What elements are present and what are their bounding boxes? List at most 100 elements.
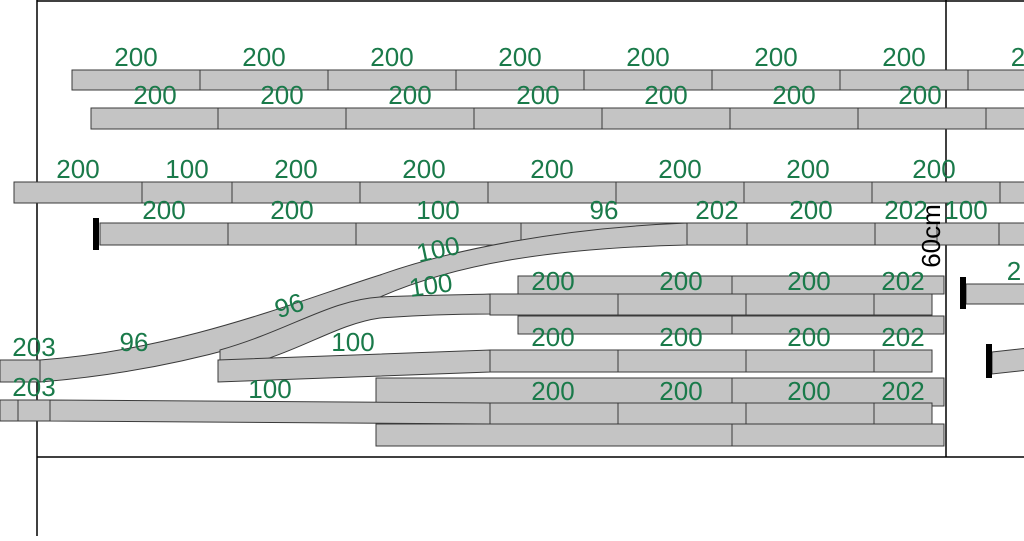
track-piece [617,402,747,425]
track-label: 200 [789,195,832,225]
track-label: 202 [695,195,738,225]
track-piece [686,222,748,246]
track-piece [745,402,875,425]
track-piece [489,349,619,373]
track-piece [345,107,475,130]
track-piece [998,222,1024,246]
track-label: 200 [530,154,573,184]
track-label: 200 [659,376,702,406]
yard-block [731,423,945,447]
track-label: 200 [754,42,797,72]
track-label: 202 [884,195,927,225]
track-label: 200 [787,266,830,296]
track-label: 200 [772,80,815,110]
track-label: 200 [659,322,702,352]
track-label: 100 [407,267,454,303]
track-label: 2 [1011,42,1024,72]
track-piece [985,107,1024,130]
yard-block [731,377,945,407]
dimension-label: 60cm [916,204,946,268]
right-stubs [965,283,1024,375]
track-piece [617,293,747,316]
track-label: 203 [12,332,55,362]
track-label: 100 [331,327,374,357]
track-label: 96 [590,195,619,225]
yard-block [731,315,945,335]
track-label: 200 [882,42,925,72]
labels-middle-row: 200 100 200 200 200 200 200 200 [56,154,955,184]
track-piece [745,349,875,373]
main-line [99,222,1024,246]
track-label: 202 [881,376,924,406]
track-label: 202 [881,266,924,296]
track-label: 100 [248,374,291,404]
track-label: 200 [133,80,176,110]
track-piece [217,107,347,130]
track-label: 200 [531,266,574,296]
track-label: 200 [260,80,303,110]
track-label: 200 [142,195,185,225]
track-row-middle [13,181,1024,204]
track-label: 200 [242,42,285,72]
labels-main-line: 200 200 100 96 202 200 202 100 [142,195,987,225]
track-piece [601,107,731,130]
track-piece [965,283,1024,305]
track-piece [617,349,747,373]
track-label: 200 [270,195,313,225]
track-label: 2 [1007,256,1021,286]
track-label: 200 [626,42,669,72]
track-piece [227,222,357,246]
track-label: 200 [114,42,157,72]
track-piece [90,107,219,130]
track-piece [0,359,41,383]
labels-yard: 200 200 200 202 200 200 200 202 200 200 … [531,266,924,406]
track-piece [13,181,143,204]
track-label: 200 [786,154,829,184]
track-row-top-b [90,107,1024,130]
track-label: 200 [912,154,955,184]
track-label: 200 [659,266,702,296]
yard-block [375,423,733,447]
track-label: 96 [120,327,149,357]
track-label: 200 [516,80,559,110]
buffer-stop-icon [93,218,99,250]
track-piece [746,222,876,246]
track-piece [489,402,619,425]
track-label: 200 [498,42,541,72]
track-label: 100 [165,154,208,184]
track-piece [99,222,229,246]
buffer-stop-icon [986,344,992,378]
track-label: 200 [274,154,317,184]
track-piece [873,293,933,316]
track-label: 200 [370,42,413,72]
track-label: 200 [531,376,574,406]
track-label: 200 [644,80,687,110]
labels-top-row-b: 200 200 200 200 200 200 200 [133,80,941,110]
track-piece [17,399,51,422]
track-label: 200 [388,80,431,110]
track-label: 200 [787,376,830,406]
track-label: 100 [416,195,459,225]
track-piece [967,69,1024,91]
track-label: 200 [658,154,701,184]
track-piece [473,107,603,130]
track-piece [999,181,1024,204]
labels-top-row-a: 200 200 200 200 200 200 200 2 [114,42,1024,72]
track-piece [0,399,19,422]
track-label: 200 [531,322,574,352]
track-piece [729,107,859,130]
buffer-stops [93,218,992,378]
track-piece [857,107,987,130]
buffer-stop-icon [960,277,966,309]
track-piece [991,347,1024,375]
track-label: 200 [402,154,445,184]
track-label: 203 [12,372,55,402]
track-row-top-a [71,69,1024,91]
track-label: 200 [56,154,99,184]
track-piece [936,222,1000,246]
yard-block [375,377,733,407]
track-piece [745,293,875,316]
track-piece [873,402,933,425]
track-label: 202 [881,322,924,352]
